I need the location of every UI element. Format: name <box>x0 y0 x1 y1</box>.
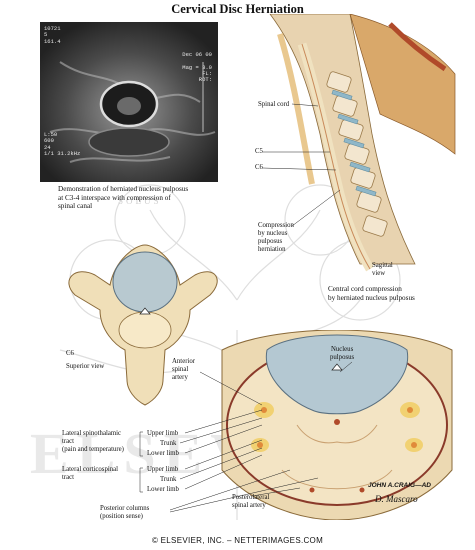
mri-scan <box>40 22 218 182</box>
cross-section-illustration <box>221 330 453 520</box>
watermark-small: SOLUS <box>118 196 162 206</box>
signature-mascaro: D. Mascaro <box>375 494 418 504</box>
copyright-footer: © ELSEVIER, INC. – NETTERIMAGES.COM <box>151 536 324 545</box>
label-upper-limb-1: Upper limb <box>147 430 179 437</box>
label-spinal-cord: Spinal cord <box>258 101 290 108</box>
signature-craig: JOHN A.CRAIG—AD <box>368 482 431 489</box>
label-trunk-1: Trunk <box>160 440 177 447</box>
sagittal-illustration <box>269 14 456 272</box>
label-superior-view: Superior view <box>66 363 105 370</box>
mri-caption: Demonstration of herniated nucleus pulpo… <box>58 185 189 211</box>
label-vertebra-level: C6 <box>66 350 74 357</box>
label-posterior-columns: Posterior columns(position sense) <box>100 505 150 520</box>
label-c5: C5 <box>255 148 263 155</box>
vertebra-illustration <box>68 244 218 406</box>
label-lower-limb-2: Lower limb <box>147 486 179 493</box>
page-title: Cervical Disc Herniation <box>171 2 304 16</box>
label-lower-limb-1: Lower limb <box>147 450 179 457</box>
label-upper-limb-2: Upper limb <box>147 466 179 473</box>
label-trunk-2: Trunk <box>160 476 177 483</box>
label-c6: C6 <box>255 164 263 171</box>
